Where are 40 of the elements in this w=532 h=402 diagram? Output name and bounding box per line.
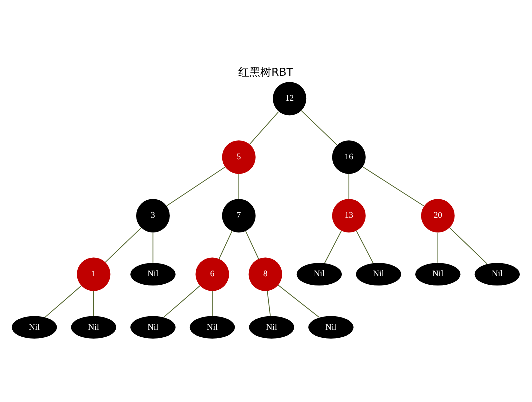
connector [105,227,142,262]
node-ellipse: Nil [190,316,236,338]
connector [356,230,374,264]
node-ellipse: Nil [474,262,520,286]
node-ellipse: Nil [415,262,461,286]
connector [301,110,338,146]
connector [246,230,260,259]
connector [348,173,350,200]
node-circle: 13 [332,198,366,232]
node-circle: 8 [248,257,282,291]
node-circle: 6 [196,257,230,291]
node-ellipse: Nil [249,316,294,338]
node-circle: 1 [77,257,111,291]
node-ellipse: Nil [356,262,402,286]
node-circle: 5 [222,140,256,174]
node-circle: 3 [136,198,170,232]
node-ellipse: Nil [130,262,176,286]
node-circle: 12 [273,82,307,116]
node-ellipse: Nil [71,316,117,338]
connector [324,230,342,264]
connector [44,285,82,318]
connector [267,290,271,316]
node-circle: 20 [421,198,455,232]
connector [278,284,320,318]
connector [152,232,154,263]
connector [164,285,201,318]
node-ellipse: Nil [308,316,354,338]
node-ellipse: Nil [130,316,176,338]
connector [218,230,233,259]
connector [362,166,425,206]
connector [238,173,240,200]
node-ellipse: Nil [296,262,342,286]
node-circle: 16 [332,140,366,174]
connector [166,166,226,206]
node-circle: 7 [222,198,256,232]
connector [449,227,488,264]
node-ellipse: Nil [12,316,58,338]
diagram-title: 红黑树RBT [238,65,294,78]
connector [250,111,280,144]
connector [212,290,213,316]
